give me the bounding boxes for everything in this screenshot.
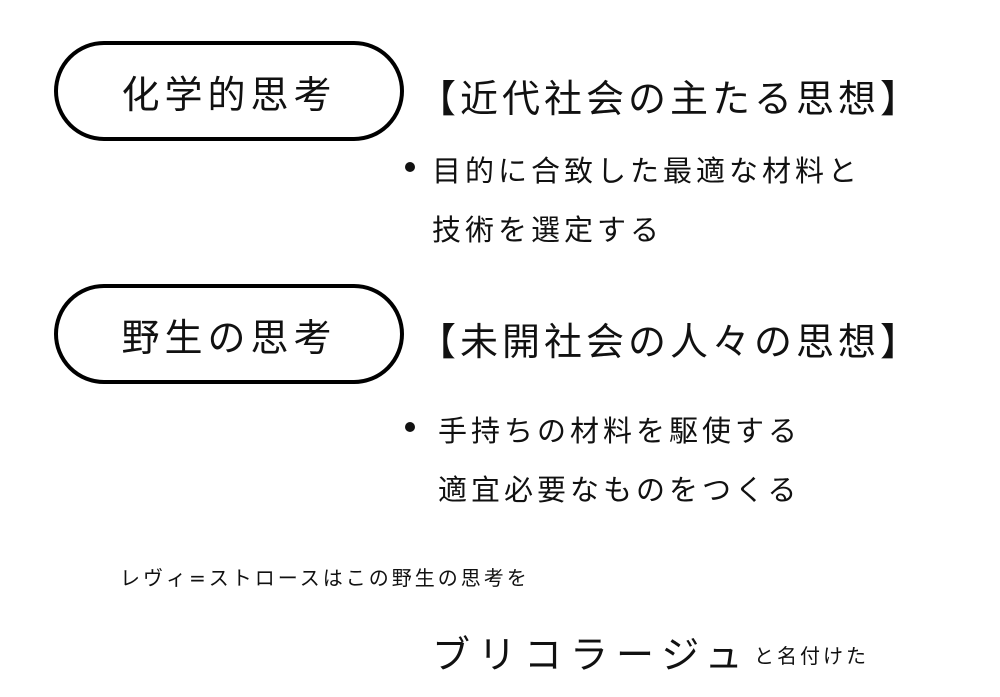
savage-point-line-2: 適宜必要なものをつくる (438, 473, 801, 507)
savage-mind-label: 野生の思考 (121, 315, 337, 360)
bullet-icon (405, 162, 415, 172)
chemical-point-line-2: 技術を選定する (432, 213, 664, 247)
savage-mind-pill: 野生の思考 (54, 284, 404, 384)
bullet-icon (405, 422, 415, 432)
chemical-thinking-label: 化学的思考 (121, 72, 337, 117)
modern-society-heading: 【近代社会の主たる思想】 (418, 77, 923, 121)
chemical-thinking-pill: 化学的思考 (54, 41, 404, 141)
bricolage-term: ブリコラージュ (432, 633, 751, 677)
levi-strauss-intro: レヴィ=ストロースはこの野生の思考を (120, 566, 530, 590)
savage-point-line-1: 手持ちの材料を駆使する (438, 414, 802, 448)
primitive-society-heading: 【未開社会の人々の思想】 (418, 320, 923, 364)
chemical-point-line-1: 目的に合致した最適な材料と (432, 154, 862, 188)
named-suffix: と名付けた (754, 644, 869, 668)
